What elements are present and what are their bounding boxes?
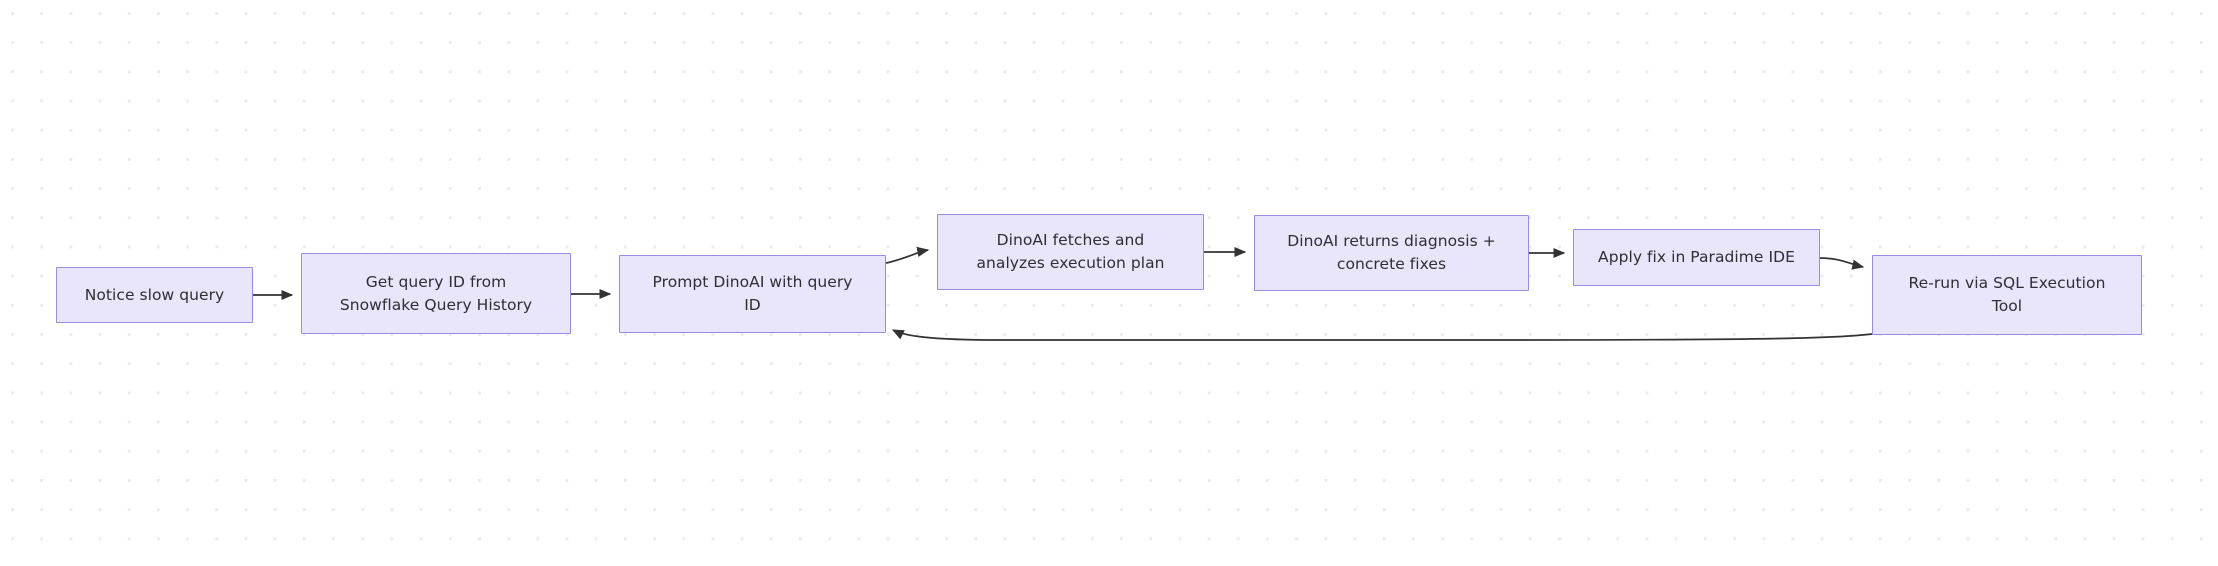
flow-node-notice-slow-query[interactable]: Notice slow query xyxy=(56,267,253,323)
flow-node-dinoai-returns-diagnosis[interactable]: DinoAI returns diagnosis + concrete fixe… xyxy=(1254,215,1529,291)
flow-node-prompt-dinoai[interactable]: Prompt DinoAI with query ID xyxy=(619,255,886,333)
flow-node-label: Get query ID from Snowflake Query Histor… xyxy=(339,272,533,314)
flow-node-get-query-id[interactable]: Get query ID from Snowflake Query Histor… xyxy=(301,253,571,334)
flow-node-apply-fix-paradime-ide[interactable]: Apply fix in Paradime IDE xyxy=(1573,229,1820,286)
flow-node-dinoai-fetches-analyzes[interactable]: DinoAI fetches and analyzes execution pl… xyxy=(937,214,1204,290)
flow-node-label: DinoAI returns diagnosis + concrete fixe… xyxy=(1287,232,1496,273)
flow-node-label: Prompt DinoAI with query ID xyxy=(652,273,853,314)
edge-n3-n4 xyxy=(885,246,930,264)
flow-node-label: DinoAI fetches and analyzes execution pl… xyxy=(976,231,1165,272)
flow-node-label: Apply fix in Paradime IDE xyxy=(1598,248,1795,267)
flow-node-rerun-sql-execution-tool[interactable]: Re-run via SQL Execution Tool xyxy=(1872,255,2142,335)
flow-node-label: Notice slow query xyxy=(84,285,225,304)
edge-n6-n7 xyxy=(1819,257,1865,270)
edge-n7-n3-loopback xyxy=(891,329,1873,341)
flow-node-label: Re-run via SQL Execution Tool xyxy=(1908,274,2106,315)
